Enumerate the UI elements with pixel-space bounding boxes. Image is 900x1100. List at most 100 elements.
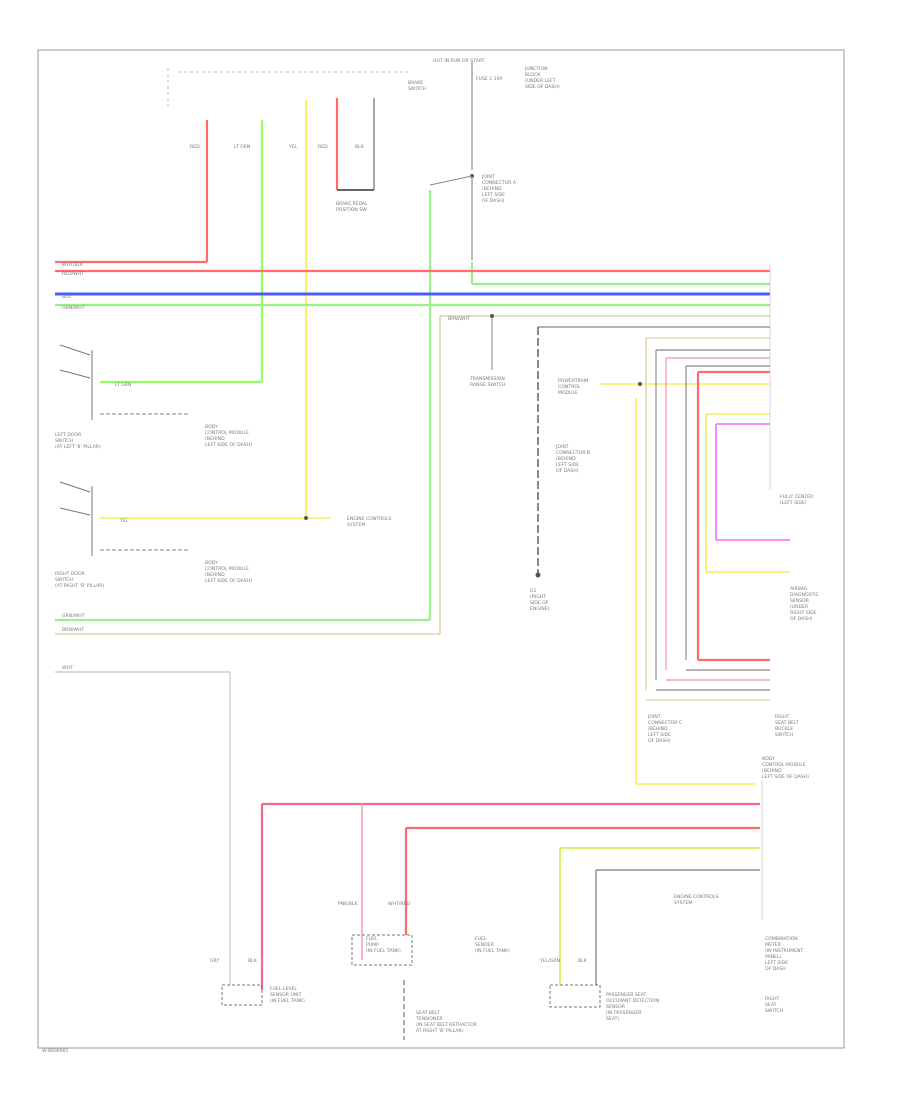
label-left-door: LEFT DOOR SWITCH (AT LEFT 'B' PILLAR) [55,432,101,450]
svg-text:BODY: BODY [205,424,218,430]
fuel-pump-box [351,934,413,966]
svg-text:JOINT: JOINT [647,714,661,720]
label-brake-switch: BRAKE SWITCH [408,80,426,92]
svg-text:MODULE: MODULE [558,390,578,396]
svg-text:BODY: BODY [762,756,775,762]
svg-text:SEAT BELT: SEAT BELT [416,1010,440,1016]
passenger-sensor-box [549,984,601,1008]
label-tan-lower: BRN/WHT [62,627,84,633]
svg-text:OCCUPANT DETECTION: OCCUPANT DETECTION [606,998,659,1004]
label-airbag-sensor: AIRBAG DIAGNOSTIC SENSOR (UNDER RIGHT SI… [790,586,819,622]
label-junction: JUNCTION BLOCK (UNDER LEFT SIDE OF DASH) [524,66,560,90]
svg-text:(IN SEAT BELT RETRACTOR: (IN SEAT BELT RETRACTOR [416,1022,478,1028]
label-right-seat-switch: RIGHT SEAT SWITCH [765,996,783,1014]
svg-text:PASSENGER SEAT: PASSENGER SEAT [606,992,647,998]
svg-text:LEFT SIDE: LEFT SIDE [648,732,671,738]
label-brake-pedal: BRAKE PEDAL POSITION SW [336,201,368,213]
svg-text:(IN INSTRUMENT: (IN INSTRUMENT [765,948,803,954]
svg-text:SWITCH: SWITCH [55,438,73,444]
label-top-center: HOT IN RUN OR START [433,58,485,64]
svg-text:CONTROL MODULE: CONTROL MODULE [205,430,249,436]
splice-pcm [638,382,642,386]
svg-text:LEFT DOOR: LEFT DOOR [55,432,82,438]
svg-text:JOINT: JOINT [481,174,495,180]
label-red-top: RED [190,144,200,150]
svg-text:RIGHT: RIGHT [775,714,790,720]
svg-text:(UNDER LEFT: (UNDER LEFT [525,78,556,84]
label-fuel-sender: FUEL SENDER (IN FUEL TANK) [475,936,510,954]
label-bcm-2: BODY CONTROL MODULE (BEHIND LEFT SIDE OF… [205,560,252,584]
label-pnk-blk: PNK/BLK [338,901,358,907]
svg-text:CONNECTOR C: CONNECTOR C [648,720,682,726]
label-bus-wht-blk: WHT/BLK [62,262,84,268]
label-fuel-pump: FUEL PUMP (IN FUEL TANK) [366,936,401,954]
label-blk-low2: BLK [248,958,258,964]
svg-text:(RIGHT: (RIGHT [530,594,546,600]
svg-text:SEAT BELT: SEAT BELT [775,720,799,726]
svg-text:(BEHIND: (BEHIND [556,456,576,462]
svg-text:TRANSMISSION: TRANSMISSION [469,376,505,382]
svg-text:LEFT SIDE OF DASH): LEFT SIDE OF DASH) [205,442,252,448]
svg-text:SEAT): SEAT) [606,1016,619,1022]
svg-text:PANEL): PANEL) [765,954,782,960]
svg-text:LEFT SIDE OF DASH): LEFT SIDE OF DASH) [205,578,252,584]
svg-text:SENSOR UNIT: SENSOR UNIT [270,992,302,998]
label-tail-body-control: BODY CONTROL MODULE (BEHIND LEFT SIDE OF… [762,756,809,780]
label-pcm: POWERTRAIN CONTROL MODULE [558,378,588,396]
label-engine-controls-bottom: ENGINE CONTROLS SYSTEM [674,894,718,906]
svg-text:CONTROL MODULE: CONTROL MODULE [762,762,806,768]
svg-text:PUMP: PUMP [366,942,379,948]
svg-text:(IN FUEL TANK): (IN FUEL TANK) [270,998,305,1004]
label-bcm-1: BODY CONTROL MODULE (BEHIND LEFT SIDE OF… [205,424,252,448]
svg-text:FUEL: FUEL [366,936,378,942]
svg-text:SENSOR: SENSOR [790,598,810,604]
label-gry-top: BLK [355,144,365,150]
svg-text:CONTROL: CONTROL [558,384,581,390]
svg-text:AT RIGHT 'B' PILLAR): AT RIGHT 'B' PILLAR) [416,1028,464,1034]
svg-text:(BEHIND: (BEHIND [762,768,782,774]
left-door-switch-symbol [59,344,93,420]
wire-joint-branch [429,175,473,186]
svg-text:FUEL LEVEL: FUEL LEVEL [270,986,297,992]
svg-text:LEFT SIDE: LEFT SIDE [556,462,579,468]
svg-text:RIGHT DOOR: RIGHT DOOR [55,571,86,577]
label-fuse: FUSE 2 10A [476,76,504,82]
svg-text:OF DASH): OF DASH) [482,198,505,204]
label-passenger-sensor: PASSENGER SEAT OCCUPANT DETECTION SENSOR… [606,992,659,1022]
svg-text:(LEFT SIDE): (LEFT SIDE) [780,500,807,506]
svg-text:TENSIONER: TENSIONER [415,1016,443,1022]
svg-text:COMBINATION: COMBINATION [765,936,798,942]
label-right-door: RIGHT DOOR SWITCH (AT RIGHT 'B' PILLAR) [55,571,104,589]
svg-text:SYSTEM: SYSTEM [674,900,692,906]
svg-text:(BEHIND: (BEHIND [648,726,668,732]
label-seat-belt-tensioner: SEAT BELT TENSIONER (IN SEAT BELT RETRAC… [415,1010,478,1034]
label-bus-grn: GRN/WHT [62,305,85,311]
svg-text:(AT RIGHT 'B' PILLAR): (AT RIGHT 'B' PILLAR) [55,583,104,589]
svg-text:RIGHT: RIGHT [765,996,780,1002]
svg-text:SENDER: SENDER [475,942,495,948]
right-door-switch-symbol [59,481,93,556]
page-id: W-8000001 [42,1048,69,1054]
label-right-seat-belt: RIGHT SEAT BELT BUCKLE SWITCH [775,714,799,738]
svg-text:DIAGNOSTIC: DIAGNOSTIC [790,592,819,598]
svg-text:SWITCH: SWITCH [55,577,73,583]
label-ltgrn-door: LT GRN [115,382,131,388]
svg-text:SWITCH: SWITCH [775,732,793,738]
label-wht-lower: WHT [62,665,73,671]
ground-point [535,572,541,578]
svg-text:(IN FUEL TANK): (IN FUEL TANK) [366,948,401,954]
svg-text:(BEHIND: (BEHIND [205,436,225,442]
label-grn-lower: GRN/WHT [62,613,85,619]
svg-text:SWITCH: SWITCH [408,86,426,92]
svg-text:CONNECTOR A: CONNECTOR A [482,180,517,186]
label-pnk-top: RED [318,144,328,150]
label-gry-low: GRY [210,958,219,964]
svg-text:RIGHT SIDE: RIGHT SIDE [790,610,817,616]
label-wht-red: WHT/RED [388,901,410,907]
svg-text:SWITCH: SWITCH [765,1008,783,1014]
svg-text:(UNDER: (UNDER [790,604,809,610]
svg-text:BUCKLE: BUCKLE [775,726,793,732]
svg-text:OF DASH): OF DASH) [790,616,813,622]
svg-text:LEFT SIDE: LEFT SIDE [482,192,505,198]
